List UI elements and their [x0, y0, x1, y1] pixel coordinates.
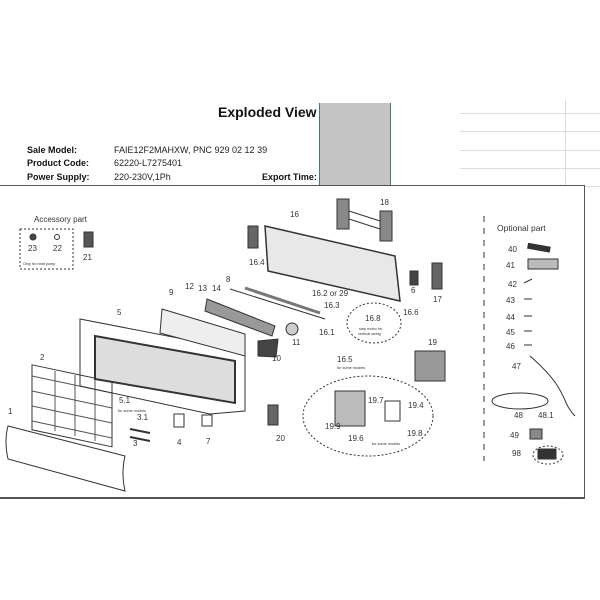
part-label: 16.1 [319, 328, 335, 337]
gray-cell-block [319, 103, 391, 187]
part-label: 11 [292, 338, 301, 347]
part-label: 13 [198, 284, 207, 293]
accessory-note: Only for heat pump [23, 262, 55, 266]
power-supply-label: Power Supply: [27, 172, 90, 182]
part-label: 48 [514, 411, 523, 420]
part-label: 16.2 or 29 [312, 289, 349, 298]
front-panel-part [5, 425, 126, 492]
optional-title: Optional part [497, 223, 546, 233]
part-label: 19.8 [407, 429, 423, 438]
part-label: 40 [508, 245, 517, 254]
page-title: Exploded View [218, 104, 317, 120]
part-label: 5 [117, 308, 122, 317]
part-label: 8 [226, 275, 231, 284]
part-label: 19.7 [368, 396, 384, 405]
part-label: 21 [83, 253, 92, 262]
part-label: 16.5 [337, 355, 353, 364]
power-supply-value: 220-230V,1Ph [114, 172, 171, 182]
part-label: 10 [272, 354, 281, 363]
part-label: 19.6 [348, 434, 364, 443]
part-label: 98 [512, 449, 521, 458]
sale-model-value: FAIE12F2MAHXW, PNC 929 02 12 39 [114, 145, 268, 155]
part-label: 16.3 [324, 301, 340, 310]
part-label: 46 [506, 342, 515, 351]
part-label: 18 [380, 198, 389, 207]
export-time-label: Export Time: [262, 172, 317, 182]
part-label: 9 [169, 288, 174, 297]
part-label: 5.1 [119, 396, 131, 405]
part-label: 44 [506, 313, 515, 322]
part-label: 4 [177, 438, 182, 447]
product-code-value: 62220-L7275401 [114, 158, 183, 168]
part-label: 3.1 [137, 413, 149, 422]
filter-part [31, 364, 113, 448]
part-label: 19 [428, 338, 437, 347]
part-label: 17 [433, 295, 442, 304]
remote-control-part [83, 231, 94, 248]
part-label: 20 [276, 434, 285, 443]
accessory-title: Accessory part [34, 215, 88, 224]
part-label: 16.4 [249, 258, 265, 267]
chassis-part [264, 225, 401, 302]
product-code-label: Product Code: [27, 158, 89, 168]
part-label: 47 [512, 362, 521, 371]
sale-model-label: Sale Model: [27, 145, 78, 155]
part-label: 16.8 [365, 314, 381, 323]
part-label: 7 [206, 437, 211, 446]
part-label: 19.4 [408, 401, 424, 410]
accessory-box [19, 228, 74, 270]
part-label: 43 [506, 296, 515, 305]
part-label: 48.1 [538, 411, 554, 420]
electrical-box-part [414, 350, 446, 382]
fan-part [204, 298, 276, 337]
note-vertical-swing: vertical swing [358, 332, 381, 336]
part-label: 1 [8, 407, 13, 416]
part-label: 45 [506, 328, 515, 337]
motor-part [285, 322, 299, 336]
note-some-models: for some models [372, 442, 400, 446]
part-label: 42 [508, 280, 517, 289]
part-label: 3 [133, 439, 138, 448]
cover-part [159, 308, 246, 357]
part-label: 49 [510, 431, 519, 440]
exploded-diagram: Accessory part Only for heat pump 23 22 … [0, 185, 585, 499]
note-step-motor: step motor for [359, 327, 383, 331]
part-label: 6 [411, 286, 416, 295]
part-label: 23 [28, 244, 37, 253]
diagram-svg: Accessory part Only for heat pump 23 22 … [5, 198, 576, 492]
front-casing-part [94, 334, 236, 405]
part-label: 19.9 [325, 422, 341, 431]
part-label: 41 [506, 261, 515, 270]
part-label: 14 [212, 284, 221, 293]
part-label: 16.6 [403, 308, 419, 317]
part-label: 16 [290, 210, 299, 219]
note-some-models: for some models [118, 409, 146, 413]
part-label: 12 [185, 282, 194, 291]
note-some-models: for some models [337, 366, 365, 370]
part-label: 22 [53, 244, 62, 253]
part-label: 2 [40, 353, 45, 362]
